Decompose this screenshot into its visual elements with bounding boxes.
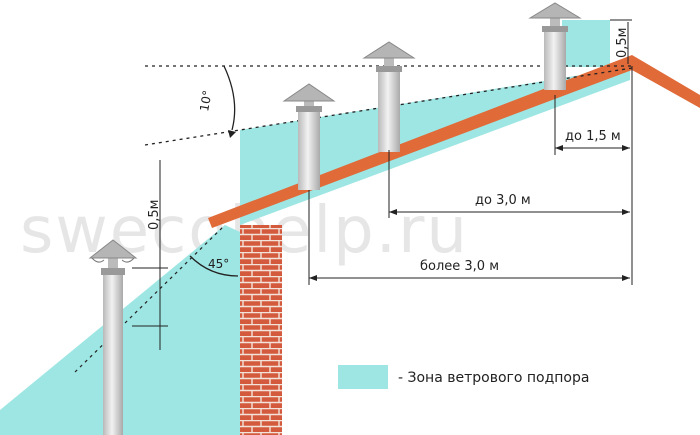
forty-five-degree-arc: [189, 255, 239, 277]
legend-swatch: [338, 365, 388, 389]
chimney-mid-right: [362, 41, 416, 152]
label-over-3-0: более 3,0 м: [420, 259, 499, 274]
dim-top-half-m: 0,5м: [615, 28, 630, 58]
chimney-right: [528, 2, 582, 90]
arrow-c2: [622, 275, 630, 281]
brick-wall: [240, 225, 282, 435]
angle-fortyfive-label: 45°: [208, 257, 229, 271]
arrow-c1: [309, 275, 317, 281]
wind-zone-top: [562, 20, 610, 67]
arrow-a2: [622, 145, 630, 151]
chimney-left: [88, 239, 138, 435]
arc-arrowhead: [228, 130, 236, 138]
chimney-mid-left: [282, 83, 336, 190]
ten-degree-arc: [223, 65, 236, 131]
angle-ten-label: 10°: [197, 89, 214, 112]
arrow-a1: [555, 145, 563, 151]
dim-left-half-m: 0,5м: [147, 200, 162, 230]
arrow-b2: [622, 209, 630, 215]
label-upto-1-5: до 1,5 м: [565, 129, 621, 144]
arrow-b1: [389, 209, 397, 215]
legend-text: - Зона ветрового подпора: [398, 370, 589, 386]
forty-five-degree-line: [74, 224, 226, 373]
label-upto-3-0: до 3,0 м: [475, 193, 531, 208]
roof-slope: [208, 55, 700, 228]
